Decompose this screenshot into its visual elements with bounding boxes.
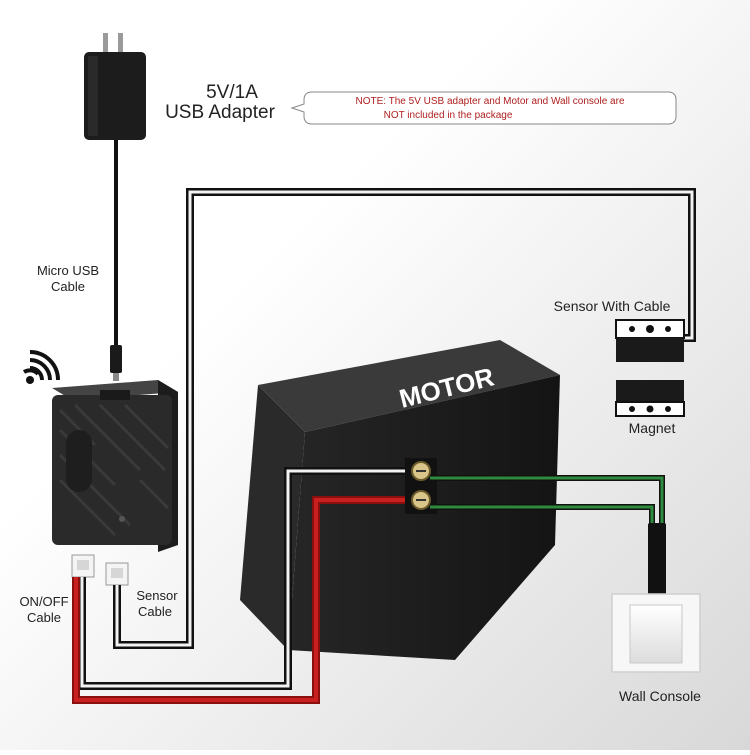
adapter-label-line1: 5V/1A bbox=[206, 82, 258, 103]
wall-console-label: Wall Console bbox=[619, 688, 701, 704]
magnet-label: Magnet bbox=[629, 420, 676, 436]
note-line1: NOTE: The 5V USB adapter and Motor and W… bbox=[355, 96, 624, 107]
micro-usb-label-line2: Cable bbox=[51, 279, 85, 294]
micro-usb-plug bbox=[110, 345, 122, 373]
garage-controller-device bbox=[52, 380, 178, 552]
onoff-label-line2: Cable bbox=[27, 610, 61, 625]
adapter-label-line2: USB Adapter bbox=[165, 102, 276, 123]
green-wire-bottom bbox=[430, 505, 654, 525]
console-cable bbox=[648, 523, 666, 595]
green-wire-top bbox=[430, 476, 664, 525]
wifi-icon bbox=[22, 350, 60, 384]
door-sensor bbox=[615, 319, 685, 362]
onoff-wire-black bbox=[80, 469, 415, 688]
sensor-cable-label-line2: Cable bbox=[138, 604, 172, 619]
wall-console bbox=[611, 593, 701, 673]
device-button-recess bbox=[66, 430, 92, 492]
usb-adapter bbox=[84, 33, 146, 140]
motor-front-face bbox=[288, 375, 560, 660]
sensor-with-cable-label: Sensor With Cable bbox=[554, 298, 671, 314]
plug-prong-left bbox=[103, 33, 108, 53]
sensor-wire bbox=[115, 190, 694, 647]
onoff-label-line1: ON/OFF bbox=[19, 594, 68, 609]
door-magnet bbox=[615, 380, 685, 417]
micro-usb-label-line1: Micro USB bbox=[37, 263, 99, 278]
device-led bbox=[119, 516, 125, 522]
plug-prong-right bbox=[118, 33, 123, 53]
note-callout bbox=[290, 91, 677, 125]
note-line2: NOT included in the package bbox=[384, 110, 513, 121]
sensor-cable-label-line1: Sensor bbox=[136, 588, 178, 603]
motor-top bbox=[258, 340, 560, 432]
wall-console-switch bbox=[629, 604, 683, 664]
onoff-wire-red bbox=[74, 498, 415, 702]
usb-plug-icon bbox=[84, 52, 146, 140]
